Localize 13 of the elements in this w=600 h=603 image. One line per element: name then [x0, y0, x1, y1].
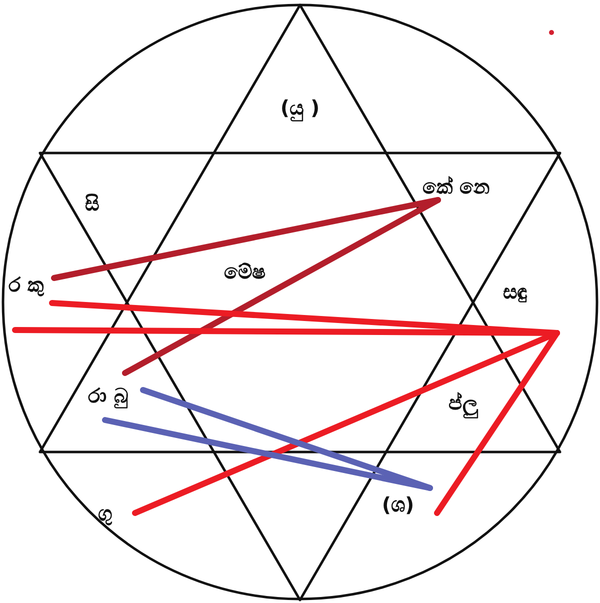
planet-label: (ශ) — [378, 490, 418, 520]
connector-line — [122, 197, 441, 376]
planet-label: සඳු — [500, 278, 530, 306]
sign-label: මේෂ — [223, 258, 267, 286]
planet-label: ගු — [95, 500, 115, 528]
planet-label: (යු ) — [279, 94, 321, 122]
connector-line — [434, 330, 560, 516]
connector-line — [102, 417, 433, 491]
planet-label: රා බු — [85, 382, 131, 410]
planet-label: සි — [84, 190, 100, 218]
planet-label: ප්ලු — [446, 388, 480, 418]
planet-label: ර කු — [6, 270, 46, 300]
planet-label: කේ නෙ — [420, 172, 492, 202]
